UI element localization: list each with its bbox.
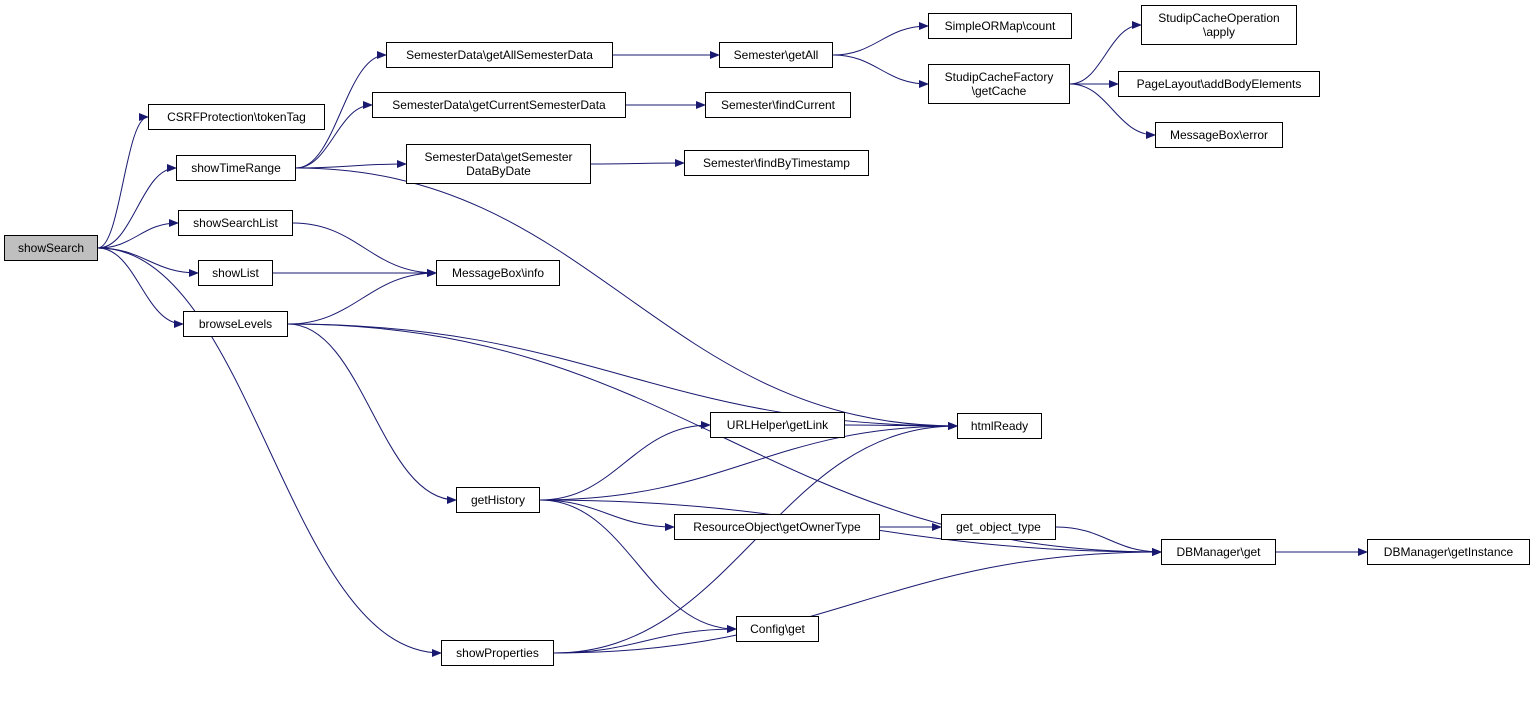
edge-getCache-to-cacheApply bbox=[1069, 21, 1142, 85]
node-semester-data-get-all-semester-data[interactable]: SemesterData\getAllSemesterData bbox=[386, 42, 613, 68]
edge-urlHelperGetLink-to-htmlReady bbox=[844, 421, 958, 430]
node-config-get[interactable]: Config\get bbox=[736, 616, 819, 642]
node-message-box-error[interactable]: MessageBox\error bbox=[1155, 122, 1283, 148]
node-label-line-2: \apply bbox=[1202, 25, 1236, 39]
edge-showProperties-to-configGet bbox=[553, 625, 737, 654]
edge-getHistory-to-configGet bbox=[539, 499, 737, 633]
node-show-properties[interactable]: showProperties bbox=[441, 640, 554, 666]
node-label-line-1: StudipCacheFactory bbox=[944, 70, 1054, 84]
edge-showSearch-to-browseLevels bbox=[97, 247, 184, 328]
node-get-object-type[interactable]: get_object_type bbox=[941, 514, 1056, 540]
node-label: get_object_type bbox=[956, 520, 1041, 534]
edge-getCache-to-messageBoxError bbox=[1069, 83, 1156, 139]
node-studip-cache-operation-apply[interactable]: StudipCacheOperation\apply bbox=[1141, 5, 1297, 45]
edge-browseLevels-to-messageBoxInfo bbox=[287, 269, 437, 325]
edge-getSemesterDataByDate-to-semesterFindByTimestamp bbox=[590, 159, 685, 168]
node-label: showSearchList bbox=[193, 216, 278, 230]
node-semester-find-by-timestamp[interactable]: Semester\findByTimestamp bbox=[684, 150, 869, 176]
node-label: Semester\findByTimestamp bbox=[703, 156, 850, 170]
node-label: htmlReady bbox=[970, 419, 1029, 433]
edge-showSearch-to-showList bbox=[97, 247, 199, 277]
edge-showSearch-to-csrf bbox=[97, 113, 149, 249]
node-label: PageLayout\addBodyElements bbox=[1136, 77, 1302, 91]
node-label: MessageBox\error bbox=[1169, 128, 1269, 142]
node-get-history[interactable]: getHistory bbox=[456, 487, 540, 513]
node-label-line-2: DataByDate bbox=[466, 164, 531, 178]
node-label: Config\get bbox=[750, 622, 805, 636]
node-browse-levels[interactable]: browseLevels bbox=[183, 311, 288, 337]
node-label: showList bbox=[212, 266, 259, 280]
edge-getHistory-to-urlHelperGetLink bbox=[539, 421, 711, 501]
node-studip-cache-factory-get-cache[interactable]: StudipCacheFactory\getCache bbox=[928, 64, 1070, 104]
node-label: Semester\findCurrent bbox=[720, 98, 836, 112]
node-label: showSearch bbox=[17, 241, 85, 255]
node-label: SimpleORMap\count bbox=[944, 19, 1056, 33]
edge-showSearch-to-showSearchList bbox=[97, 219, 179, 249]
node-show-time-range[interactable]: showTimeRange bbox=[176, 155, 296, 181]
node-label: showTimeRange bbox=[191, 161, 281, 175]
edge-showTimeRange-to-getAllSemesterData bbox=[295, 51, 387, 169]
node-semester-get-all[interactable]: Semester\getAll bbox=[719, 42, 833, 68]
node-show-list[interactable]: showList bbox=[198, 260, 273, 286]
node-simple-or-map-count[interactable]: SimpleORMap\count bbox=[928, 13, 1072, 39]
node-resource-object-get-owner-type[interactable]: ResourceObject\getOwnerType bbox=[674, 514, 880, 540]
node-db-manager-get-instance[interactable]: DBManager\getInstance bbox=[1367, 539, 1530, 565]
node-label: ResourceObject\getOwnerType bbox=[693, 520, 861, 534]
node-label: SemesterData\getCurrentSemesterData bbox=[392, 98, 606, 112]
edge-getObjectType-to-dbManagerGet bbox=[1055, 526, 1162, 556]
edge-showTimeRange-to-getSemesterDataByDate bbox=[295, 160, 407, 169]
node-label: Semester\getAll bbox=[733, 48, 819, 62]
edge-semesterGetAll-to-simpleORMapCount bbox=[832, 22, 929, 56]
edge-showTimeRange-to-getCurrentSemesterData bbox=[295, 101, 373, 169]
node-label-line-2: \getCache bbox=[971, 84, 1027, 98]
edge-browseLevels-to-htmlReady bbox=[287, 323, 958, 430]
edge-showSearchList-to-messageBoxInfo bbox=[292, 222, 437, 277]
node-label-line-1: StudipCacheOperation bbox=[1158, 11, 1280, 25]
edge-showTimeRange-to-htmlReady bbox=[295, 167, 958, 430]
node-label: MessageBox\info bbox=[451, 266, 545, 280]
node-label-line-1: SemesterData\getSemester bbox=[424, 150, 573, 164]
node-show-search-list[interactable]: showSearchList bbox=[178, 210, 293, 236]
edge-getHistory-to-htmlReady bbox=[539, 422, 958, 501]
node-label: showProperties bbox=[456, 646, 539, 660]
edge-showSearch-to-showTimeRange bbox=[97, 164, 177, 249]
node-label: DBManager\get bbox=[1176, 545, 1261, 559]
node-semester-find-current[interactable]: Semester\findCurrent bbox=[705, 92, 851, 118]
node-label: DBManager\getInstance bbox=[1383, 545, 1514, 559]
node-csrf-protection-token-tag[interactable]: CSRFProtection\tokenTag bbox=[148, 104, 325, 130]
node-label: URLHelper\getLink bbox=[726, 418, 829, 432]
edge-browseLevels-to-getHistory bbox=[287, 323, 457, 504]
node-html-ready[interactable]: htmlReady bbox=[957, 413, 1042, 439]
node-page-layout-add-body-elements[interactable]: PageLayout\addBodyElements bbox=[1118, 71, 1320, 97]
edge-showProperties-to-dbManagerGet bbox=[553, 548, 1162, 654]
edge-getHistory-to-getOwnerType bbox=[539, 499, 675, 531]
edge-showSearch-to-showProperties bbox=[97, 247, 442, 657]
node-label: SemesterData\getAllSemesterData bbox=[406, 48, 593, 62]
node-url-helper-get-link[interactable]: URLHelper\getLink bbox=[710, 412, 845, 438]
node-label: browseLevels bbox=[198, 317, 273, 331]
edge-semesterGetAll-to-getCache bbox=[832, 54, 929, 88]
node-semester-data-get-current-semester-data[interactable]: SemesterData\getCurrentSemesterData bbox=[372, 92, 626, 118]
node-show-search[interactable]: showSearch bbox=[4, 235, 98, 261]
node-db-manager-get[interactable]: DBManager\get bbox=[1161, 539, 1276, 565]
node-message-box-info[interactable]: MessageBox\info bbox=[436, 260, 560, 286]
node-label: CSRFProtection\tokenTag bbox=[167, 110, 306, 124]
node-label: getHistory bbox=[470, 493, 526, 507]
